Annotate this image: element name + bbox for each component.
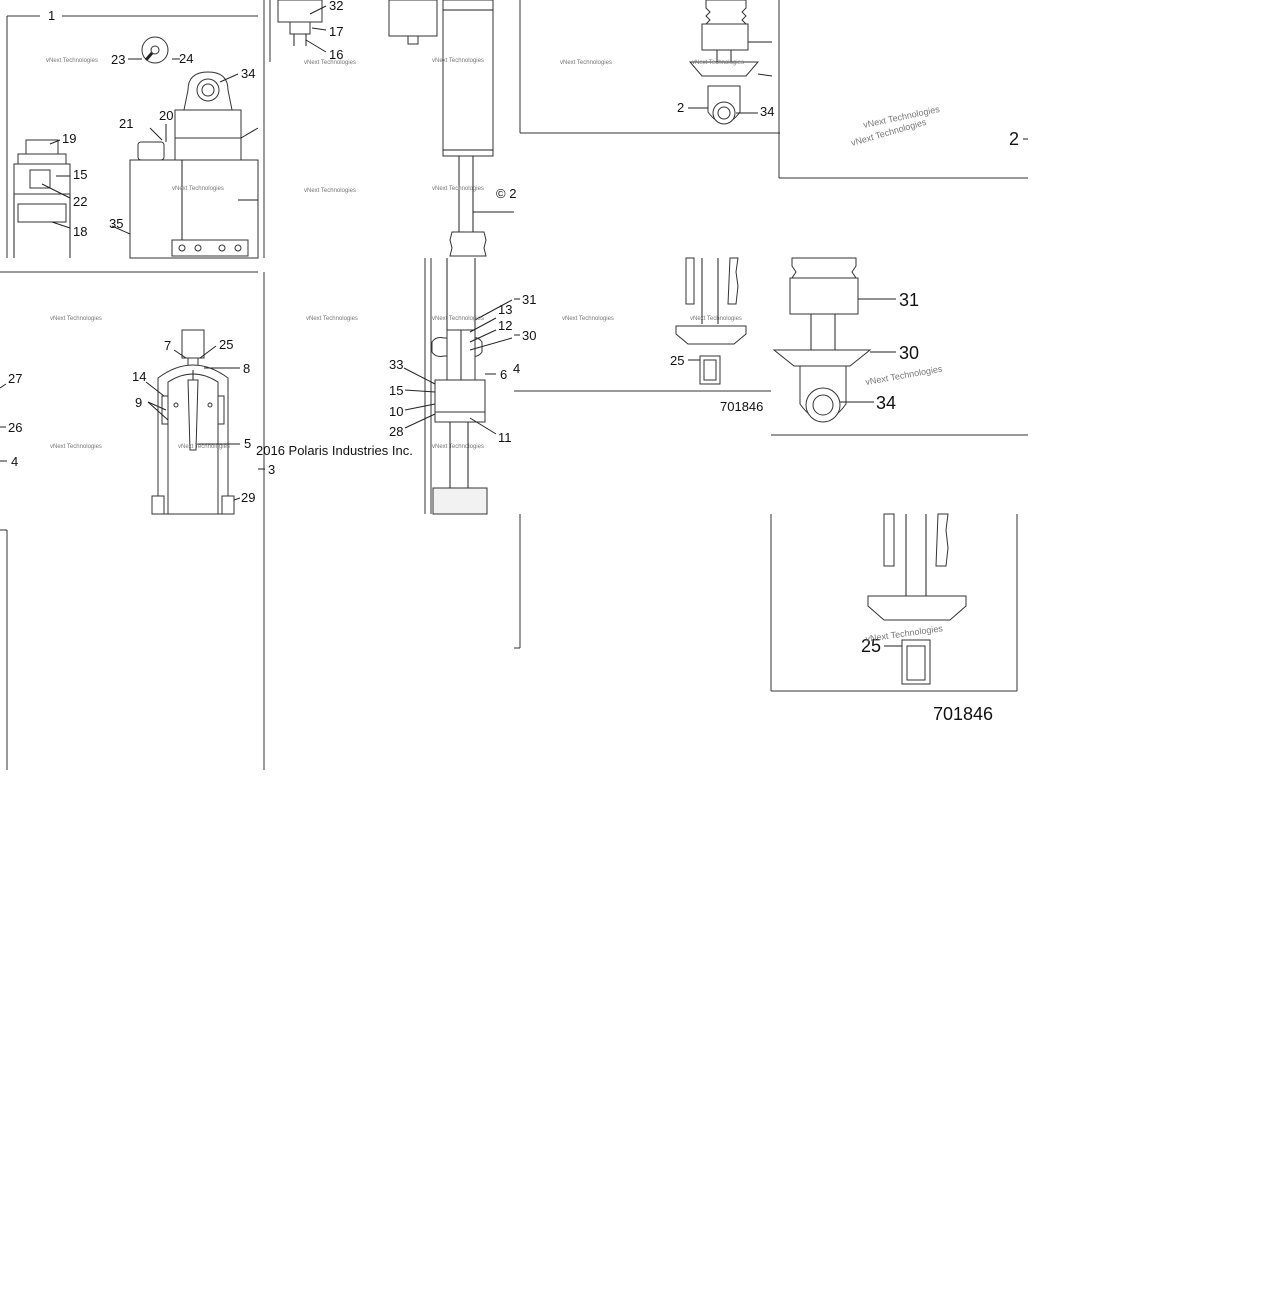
callout-1: 1 [48,8,55,23]
callout-4: 4 [11,454,18,469]
callout-19: 19 [62,131,76,146]
callout-7: 7 [164,338,171,353]
callout-9: 9 [135,395,142,410]
callout-8: 8 [243,361,250,376]
tile-top-center: © 2 vNext Technologies vNext Technologie… [388,0,516,257]
tile-top-right: 2 34 vNext Technologies vNext Technologi… [519,0,780,134]
callout-35: 35 [109,216,123,231]
callout-6: 6 [500,367,507,382]
callout-5: 5 [244,436,251,451]
figure-number-701846-large: 701846 [933,704,993,724]
watermark-1: vNext Technologies [46,58,98,64]
callout-24: 24 [179,51,193,66]
tile-bottom-frames [0,514,521,770]
tile-bottom-right: 25 701846 vNext Technologies [770,513,1018,724]
callout-3: 3 [268,462,275,477]
callout-11: 11 [498,430,512,445]
tile-far-right: 2 vNext Technologies vNext Technologies [778,0,1028,179]
callout-30: 30 [522,328,536,343]
callout-32: 32 [329,0,343,13]
callout-14: 14 [132,369,146,384]
callout-25-bottom-right: 25 [861,636,881,656]
watermark-16: vNext Technologies [432,444,484,450]
callout-21: 21 [119,116,133,131]
tile-top-left: 1 23 24 34 21 20 35 [0,8,259,273]
tile-mid-right: 25 701846 vNext Technologies vNext Techn… [514,257,771,414]
watermark-14: vNext Technologies [178,444,230,450]
callout-34-enlarged: 34 [876,393,896,413]
callout-2: 2 [677,100,684,115]
watermark-17: vNext Technologies [562,316,614,322]
callout-26: 26 [8,420,22,435]
callout-27: 27 [8,371,22,386]
watermark-11: vNext Technologies [50,316,102,322]
callout-2-far-right: 2 [1009,129,1019,149]
callout-25-mid-right: 25 [670,353,684,368]
callout-12: 12 [498,318,512,333]
callout-17: 17 [329,24,343,39]
watermark-7: vNext Technologies [560,60,612,66]
callout-31-enlarged: 31 [899,290,919,310]
callout-29: 29 [241,490,255,505]
callout-20: 20 [159,108,173,123]
callout-30-enlarged: 30 [899,343,919,363]
callout-25: 25 [219,337,233,352]
watermark-12: vNext Technologies [306,316,358,322]
callout-10: 10 [389,404,403,419]
watermark-19: vNext Technologies [865,364,944,387]
watermark-13: vNext Technologies [50,444,102,450]
copyright-polaris: 2016 Polaris Industries Inc. [256,443,413,458]
watermark-18: vNext Technologies [690,316,742,322]
tile-mid-left: 7 25 8 14 9 27 26 4 5 3 29 2016 Polaris … [0,272,413,515]
watermark-4: vNext Technologies [304,188,356,194]
callout-13: 13 [498,302,512,317]
callout-33: 33 [389,357,403,372]
callout-15: 15 [73,167,87,182]
figure-number-701846-small: 701846 [720,399,763,414]
tile-top-mid: 32 17 16 vNext Technologies vNext Techno… [263,0,356,258]
callout-31: 31 [522,292,536,307]
callout-28: 28 [389,424,403,439]
callout-23: 23 [111,52,125,67]
copyright-fragment: © 2 [496,186,516,201]
watermark-2: vNext Technologies [172,186,224,192]
tile-right-enlarged: 31 30 34 vNext Technologies [771,257,1028,436]
callout-22: 22 [73,194,87,209]
watermark-6: vNext Technologies [432,186,484,192]
tile-mid-center: 31 13 12 30 33 4 6 15 10 28 11 vNext Tec… [389,258,536,515]
callout-16: 16 [329,47,343,62]
watermark-5: vNext Technologies [432,58,484,64]
callout-4-mid: 4 [513,361,520,376]
watermark-8: vNext Technologies [692,60,744,66]
watermark-15: vNext Technologies [432,316,484,322]
callout-18: 18 [73,224,87,239]
callout-34-top-right: 34 [760,104,774,119]
callout-15-mid: 15 [389,383,403,398]
callout-34: 34 [241,66,255,81]
watermark-3: vNext Technologies [304,60,356,66]
